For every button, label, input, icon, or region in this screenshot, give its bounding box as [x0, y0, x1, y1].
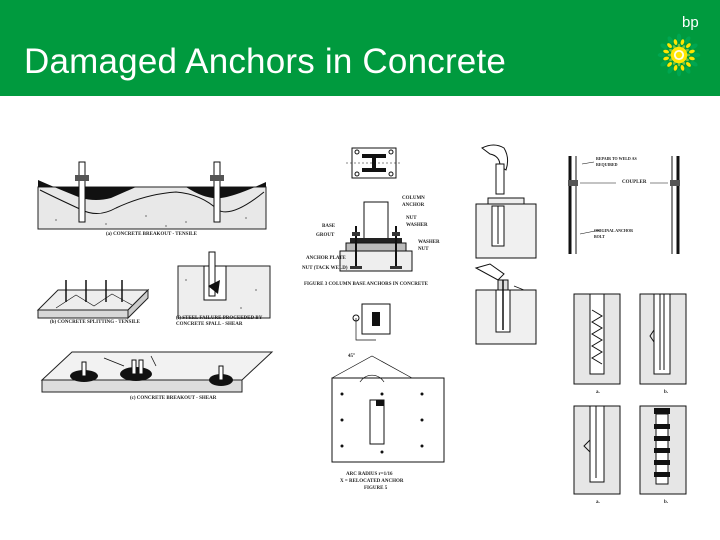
- label-column: COLUMN: [402, 196, 425, 201]
- wrench-anchor-diagram: [474, 263, 537, 345]
- label-section-a-bottom: a.: [596, 500, 600, 505]
- helios-sunflower-icon: [657, 33, 701, 77]
- breakout-shear-diagram: [40, 351, 274, 393]
- bp-wordmark: bp: [682, 14, 699, 31]
- anchor-plate-plan: [331, 355, 445, 463]
- label-original-anchor-bolt: ORIGINAL ANCHOR BOLT: [594, 228, 634, 239]
- label-washer-lower: WASHER: [418, 240, 440, 245]
- section-b-top: [639, 293, 687, 385]
- label-section-b-bottom: b.: [664, 500, 669, 505]
- logo-petal: [660, 61, 668, 67]
- logo-petal: [676, 68, 682, 77]
- logo-petal: [686, 61, 691, 67]
- logo-petal: [657, 52, 666, 58]
- caption-breakout-tensile: (a) CONCRETE BREAKOUT - TENSILE: [106, 232, 197, 237]
- label-anchor-plate: ANCHOR PLATE: [306, 256, 346, 261]
- label-angle-45: 45°: [348, 354, 355, 359]
- base-plate-section-view: [339, 201, 413, 272]
- column-base-anchors-figure: [339, 147, 413, 272]
- logo-petal: [663, 49, 669, 54]
- caption-breakout-shear: (c) CONCRETE BREAKOUT - SHEAR: [130, 396, 217, 401]
- label-coupler: COUPLER: [622, 180, 647, 185]
- logo-petal: [663, 56, 669, 61]
- logo-petal: [690, 43, 698, 49]
- logo-petal: [689, 56, 695, 61]
- label-nut-tack-weld: NUT (TACK WELD): [302, 266, 348, 271]
- label-section-a-top: a.: [596, 390, 600, 395]
- splitting-tensile-diagram: [36, 280, 150, 320]
- base-plate-plan-view: [346, 147, 402, 179]
- label-washer: WASHER: [406, 223, 428, 228]
- relocated-anchor-figure: [331, 303, 445, 463]
- caption-figure-5: FIGURE 5: [364, 486, 388, 491]
- caption-arc-radius: ARC RADIUS r=1/16: [346, 472, 393, 477]
- label-grout: GROUT: [316, 233, 335, 238]
- logo-petal: [673, 39, 678, 45]
- steel-failure-diagram: [177, 251, 271, 319]
- anchor-installation-figure: [474, 144, 537, 345]
- logo-petal: [676, 33, 682, 42]
- logo-petal: [667, 43, 672, 49]
- logo-petal: [667, 66, 673, 74]
- label-anchor: ANCHOR: [402, 203, 425, 208]
- logo-petal: [690, 61, 698, 67]
- label-nut-lower: NUT: [418, 247, 429, 252]
- anchor-detail-small: [352, 303, 391, 341]
- logo-petal: [680, 39, 685, 45]
- caption-column-base-anchors: FIGURE 3 COLUMN BASE ANCHORS IN CONCRETE: [304, 282, 428, 287]
- logo-petal: [673, 65, 678, 71]
- anchor-sections-grid: [573, 293, 687, 495]
- coupler-repair-figure: [568, 156, 680, 254]
- label-base: BASE: [322, 224, 336, 229]
- breakout-tensile-diagram: [37, 161, 267, 230]
- slide-title: Damaged Anchors in Concrete: [24, 42, 507, 81]
- logo-petal: [667, 62, 673, 67]
- section-b-bottom: [639, 405, 687, 495]
- logo-petal: [660, 43, 668, 49]
- section-a-top: [573, 293, 621, 385]
- label-repair-weld: REPAIR TO WELD AS REQUIRED: [596, 156, 637, 167]
- logo-petal: [667, 36, 673, 44]
- label-nut: NUT: [406, 216, 417, 221]
- logo-petal: [685, 66, 691, 74]
- section-a-bottom: [573, 405, 621, 495]
- anchor-failure-modes-figure: [36, 161, 274, 393]
- logo-petal: [680, 65, 685, 71]
- slide-header: Damaged Anchors in Concrete bp: [0, 0, 720, 96]
- hammer-diagram: [475, 144, 537, 259]
- caption-relocated-anchor: X = RELOCATED ANCHOR: [340, 479, 404, 484]
- label-section-b-top: b.: [664, 390, 669, 395]
- logo-petal: [685, 36, 691, 44]
- logo-petal: [692, 52, 701, 58]
- caption-splitting-tensile: (b) CONCRETE SPLITTING - TENSILE: [50, 320, 140, 325]
- logo-petal: [685, 43, 691, 48]
- caption-steel-failure: (f) STEEL FAILURE PROCEEDED BY CONCRETE …: [176, 316, 263, 327]
- logo-petal: [689, 49, 695, 54]
